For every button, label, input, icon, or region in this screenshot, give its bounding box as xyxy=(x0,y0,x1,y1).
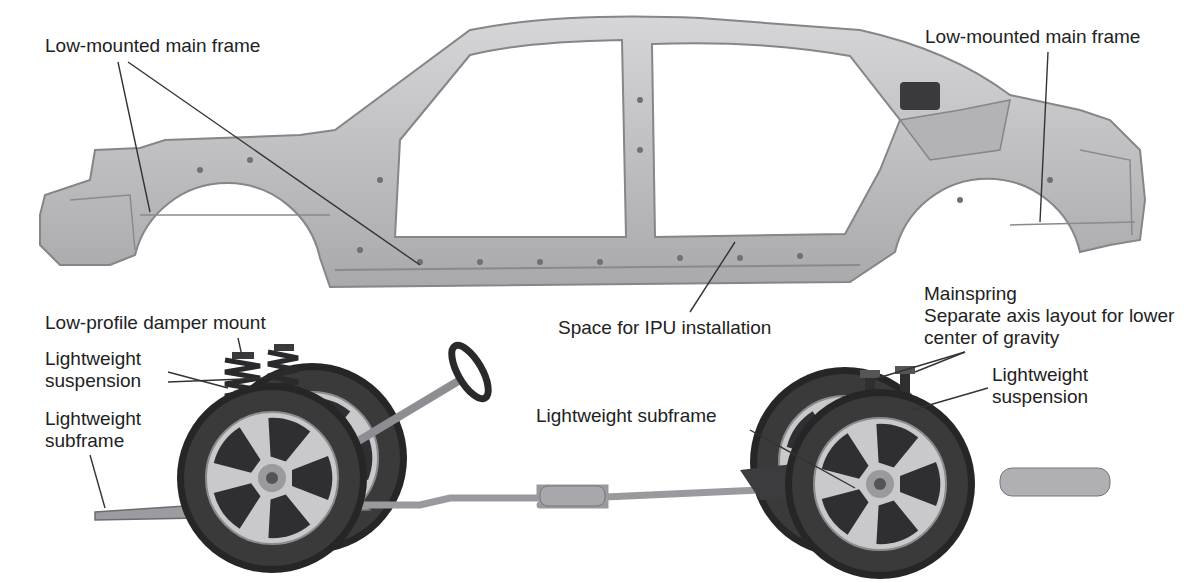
illustration-part xyxy=(238,338,242,356)
callout-label: Space for IPU installation xyxy=(558,317,771,339)
illustration-part xyxy=(377,177,383,183)
illustration-part xyxy=(330,484,790,505)
illustration-part xyxy=(652,43,900,237)
illustration-part xyxy=(1010,222,1135,225)
illustration-part xyxy=(395,40,626,237)
illustration-part xyxy=(40,17,1145,288)
illustration-part xyxy=(878,352,965,378)
illustration-part xyxy=(860,370,880,378)
illustration-part xyxy=(70,195,135,250)
illustration-part xyxy=(90,455,105,508)
illustration-part xyxy=(232,352,254,359)
illustration-part xyxy=(177,383,367,573)
leader-lines xyxy=(90,52,1048,508)
callout-label: Low-profile damper mount xyxy=(45,312,266,334)
illustration-part xyxy=(247,157,253,163)
callout-label: Mainspring xyxy=(924,283,1017,305)
illustration-part xyxy=(140,214,330,216)
illustration-part xyxy=(785,389,975,579)
illustration-part xyxy=(197,167,203,173)
callout-label: Separate axis layout for lower center of… xyxy=(924,305,1186,349)
chassis xyxy=(95,340,1110,579)
illustration-part xyxy=(597,259,603,265)
illustration-part xyxy=(118,62,150,212)
illustration-part xyxy=(1040,52,1048,222)
illustration-part xyxy=(335,265,860,270)
illustration-part xyxy=(357,247,363,253)
illustration-part xyxy=(1047,177,1053,183)
illustration-part xyxy=(274,344,294,351)
illustration-part xyxy=(1080,150,1132,235)
callout-label: Lightweight suspension xyxy=(45,348,175,392)
illustration-part xyxy=(637,147,643,153)
illustration-part xyxy=(1000,468,1110,496)
illustration-part xyxy=(677,255,683,261)
callout-label: Lightweight subframe xyxy=(536,405,717,427)
illustration-part xyxy=(168,378,268,382)
illustration-part xyxy=(537,259,543,265)
illustration-part xyxy=(445,340,496,404)
illustration-part xyxy=(957,197,963,203)
illustration-part xyxy=(750,430,855,488)
illustration-part xyxy=(912,388,988,410)
callout-label: Low-mounted main frame xyxy=(925,26,1140,48)
illustration-part xyxy=(915,352,965,372)
illustration-part xyxy=(737,255,743,261)
callout-label: Lightweight subframe xyxy=(45,408,175,452)
callout-label: Lightweight suspension xyxy=(992,364,1122,408)
illustration-part xyxy=(128,62,420,265)
illustration-part xyxy=(197,97,1053,265)
illustration-part xyxy=(797,253,803,259)
illustration-part xyxy=(477,259,483,265)
illustration-part xyxy=(540,486,605,506)
illustration-part xyxy=(690,242,735,312)
callout-label: Low-mounted main frame xyxy=(45,35,260,57)
illustration-part xyxy=(900,82,940,110)
illustration-part xyxy=(637,97,643,103)
car-body xyxy=(40,17,1145,288)
